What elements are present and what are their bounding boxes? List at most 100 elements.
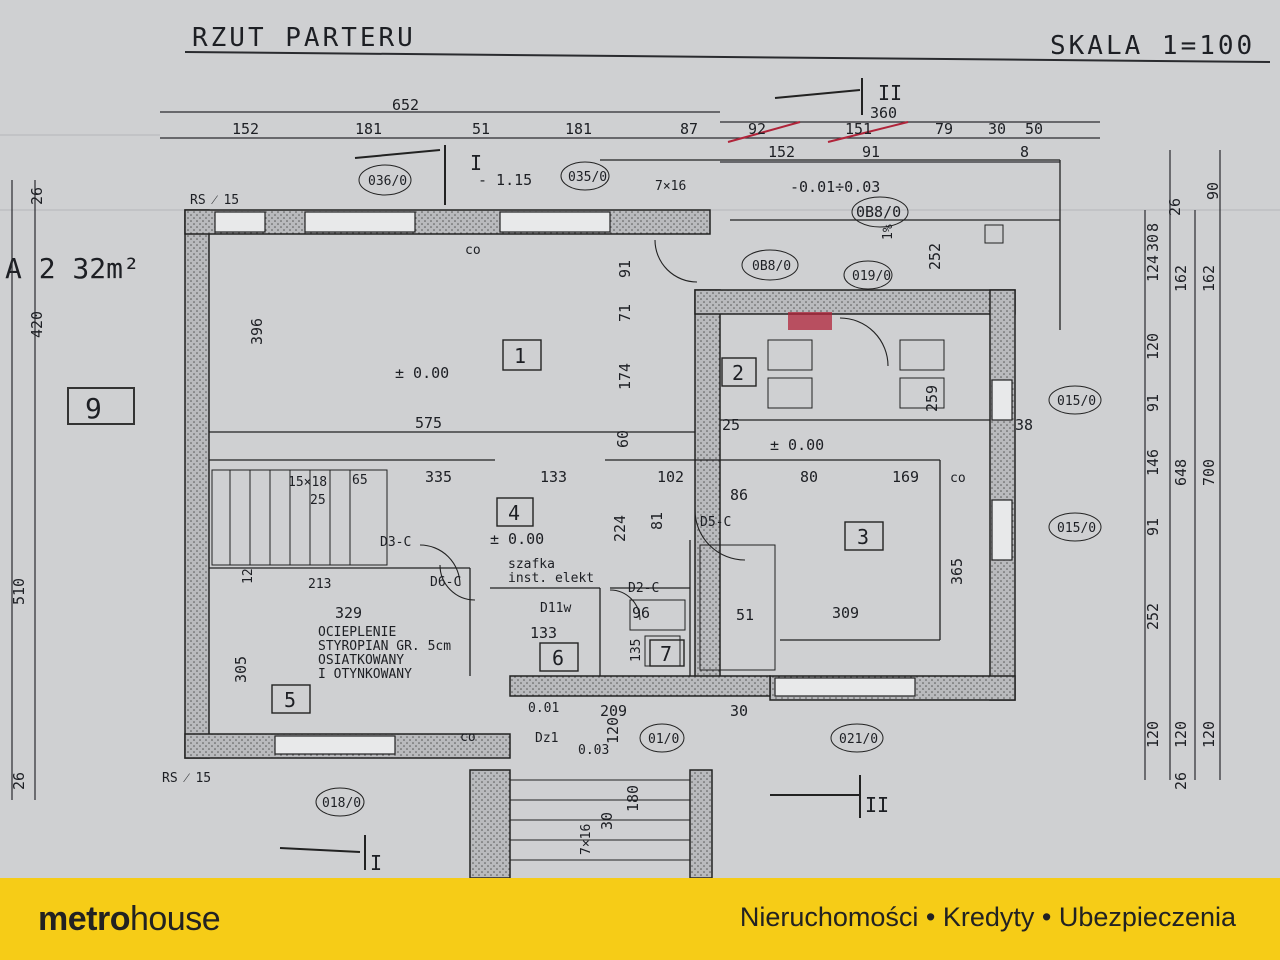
dim-text: 96 [632,604,650,622]
dim-text: 51 [736,606,754,624]
dim-text: 181 [355,120,382,138]
dim-text: 50 [1025,120,1043,138]
dim-text: 335 [425,468,452,486]
dim-text: 510 [10,578,28,605]
dim-text: 151 [845,120,872,138]
dim-text: 91 [1144,394,1162,412]
window-label: 015/0 [1057,521,1096,536]
dim-text: 86 [730,486,748,504]
dim-text: 120 [1144,333,1162,360]
window-label: 01/0 [648,732,679,747]
door-label: D2-C [628,581,659,596]
dim-text: 152 [232,120,259,138]
level-label: ± 0.00 [395,364,449,382]
dim-text: 91 [1144,518,1162,536]
room-2-number: 2 [732,361,744,385]
dim-text: 124 [1144,255,1162,282]
dim-text: 169 [892,468,919,486]
dim-text: 92 [748,120,766,138]
window-label: 019/0 [852,269,891,284]
window-label: 018/0 [322,796,361,811]
dim-text: 224 [611,515,629,542]
dim-text: 26 [1172,772,1190,790]
dim-text: 146 [1144,449,1162,476]
room-1-number: 1 [514,344,526,368]
metrohouse-logo: metrohouse [38,900,221,939]
dim-text: 309 [832,604,859,622]
dim-text: 25 [722,416,740,434]
dim-text: 30 [1144,234,1162,252]
dim-text: 396 [248,318,266,345]
dim-text: 90 [1204,182,1222,200]
dim-text: 252 [926,243,944,270]
level-label: 0.01 [528,701,559,716]
dim-text: 162 [1200,265,1218,292]
scale-label: SKALA 1=100 [1050,31,1255,61]
dim-text: 25 [310,493,326,508]
dim-text: 133 [540,468,567,486]
note-text: 15×18 [288,475,327,490]
dim-text: 120 [1172,721,1190,748]
handwritten-number: 9 [85,392,102,425]
handwritten-box [67,387,135,425]
note-text: RS ⁄ 15 [162,771,211,786]
dim-text: 12 [241,568,256,584]
dim-text: 180 [624,785,642,812]
dim-text: 30 [730,702,748,720]
room-7-number: 7 [660,642,672,666]
dim-text: 135 [629,639,644,662]
note-text: OCIEPLENIE [318,625,396,640]
dim-text: 174 [616,363,634,390]
dim-text: 79 [935,120,953,138]
dim-text: 102 [657,468,684,486]
dim-text: 26 [10,772,28,790]
dim-text: 575 [415,414,442,432]
dim-text: 65 [352,473,368,488]
level-label: 0.03 [578,743,609,758]
note-text: szafka [508,557,555,572]
window-label: 035/0 [568,170,607,185]
level-label: ± 0.00 [770,436,824,454]
window-label: 036/0 [368,174,407,189]
section-mark-1: I [470,151,482,175]
dim-text: 181 [565,120,592,138]
note-text: 7×16 [655,179,686,194]
dim-text: 81 [648,512,666,530]
dim-text: 252 [1144,603,1162,630]
dim-text: 120 [604,717,622,744]
dim-text: 213 [308,577,331,592]
floor-plan-drawing: RZUT PARTERU SKALA 1=100 A 2 32m² 9 [0,23,1280,878]
dim-text: 30 [598,812,616,830]
window-label: 021/0 [839,732,878,747]
note-text: 7×16 [579,824,594,855]
footer-tagline: Nieruchomości • Kredyty • Ubezpieczenia [739,902,1236,932]
logo-bold-part: metro [38,900,130,938]
dim-text: 360 [870,104,897,122]
dim-text: 26 [1166,198,1184,216]
level-label: ± 0.00 [490,530,544,548]
dim-text: 71 [616,304,634,322]
dim-text: 700 [1200,459,1218,486]
section-mark-4: II [865,793,889,817]
room-4-number: 4 [508,501,520,525]
door-label: D5-C [700,515,731,530]
room-6-number: 6 [552,646,564,670]
window-label: 0B8/0 [856,203,901,221]
dim-text: 133 [530,624,557,642]
logo-light-part: house [129,900,221,938]
level-label: - 1.15 [478,171,532,189]
door-label: D6-C [430,575,461,590]
section-mark-2: I [370,851,382,875]
dim-text: 8 [1144,223,1162,232]
note-text: I OTYNKOWANY [318,667,412,682]
dim-text: 120 [1200,721,1218,748]
dim-text: 26 [28,187,46,205]
handwritten-area-note: A 2 32m² [5,252,140,285]
door-label: Dz1 [535,731,558,746]
dim-text: 80 [800,468,818,486]
note-text: inst. elekt [508,571,594,586]
dim-text: 8 [1020,143,1029,161]
note-text: OSIATKOWANY [318,653,404,668]
dim-text: 259 [923,385,941,412]
window-label: 0B8/0 [752,259,791,274]
